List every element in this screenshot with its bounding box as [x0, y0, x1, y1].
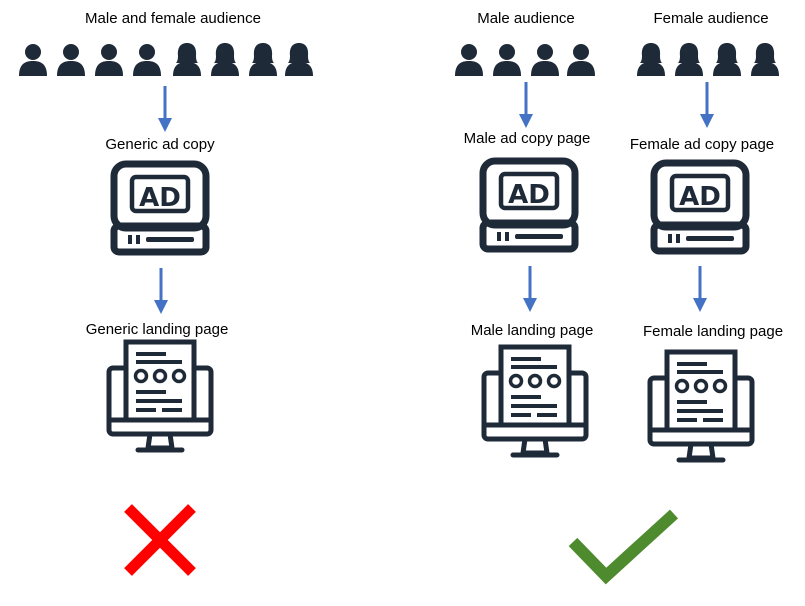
male-landing-label: Male landing page: [470, 322, 594, 339]
left-landing-label: Generic landing page: [85, 321, 229, 338]
male-ad-label: Male ad copy page: [463, 130, 591, 147]
female-person-icon: [172, 42, 202, 76]
female-person-icon: [636, 42, 666, 76]
female-person-icon: [750, 42, 780, 76]
male-person-icon: [454, 42, 484, 76]
female-person-icon: [210, 42, 240, 76]
male-person-icon: [530, 42, 560, 76]
ad-icon-text: AD: [508, 180, 550, 210]
female-audience-group: [636, 42, 786, 78]
down-arrow-icon: [157, 86, 173, 132]
left-ad-label: Generic ad copy: [105, 136, 215, 153]
down-arrow-icon: [518, 82, 534, 128]
ad-icon-text: AD: [139, 183, 181, 213]
male-person-icon: [18, 42, 48, 76]
male-person-icon: [94, 42, 124, 76]
male-person-icon: [492, 42, 522, 76]
down-arrow-icon: [522, 266, 538, 312]
male-person-icon: [132, 42, 162, 76]
down-arrow-icon: [699, 82, 715, 128]
landing-page-monitor-icon: [647, 349, 755, 463]
ad-icon: AD: [110, 160, 210, 256]
male-person-icon: [56, 42, 86, 76]
female-landing-label: Female landing page: [642, 323, 784, 340]
female-ad-label: Female ad copy page: [629, 136, 775, 153]
female-person-icon: [284, 42, 314, 76]
left-audience-label: Male and female audience: [85, 10, 261, 27]
female-audience-label: Female audience: [653, 10, 769, 27]
left-audience-group: [18, 42, 318, 78]
male-audience-label: Male audience: [477, 10, 575, 27]
female-person-icon: [248, 42, 278, 76]
ad-icon: AD: [479, 157, 579, 253]
landing-page-monitor-icon: [481, 344, 589, 458]
male-audience-group: [454, 42, 604, 78]
ad-icon-text: AD: [679, 182, 721, 212]
down-arrow-icon: [692, 266, 708, 312]
red-x-icon: [124, 504, 196, 576]
down-arrow-icon: [153, 268, 169, 314]
landing-page-monitor-icon: [106, 339, 214, 453]
ad-icon: AD: [650, 159, 750, 255]
green-check-icon: [568, 509, 679, 585]
male-person-icon: [566, 42, 596, 76]
female-person-icon: [712, 42, 742, 76]
female-person-icon: [674, 42, 704, 76]
